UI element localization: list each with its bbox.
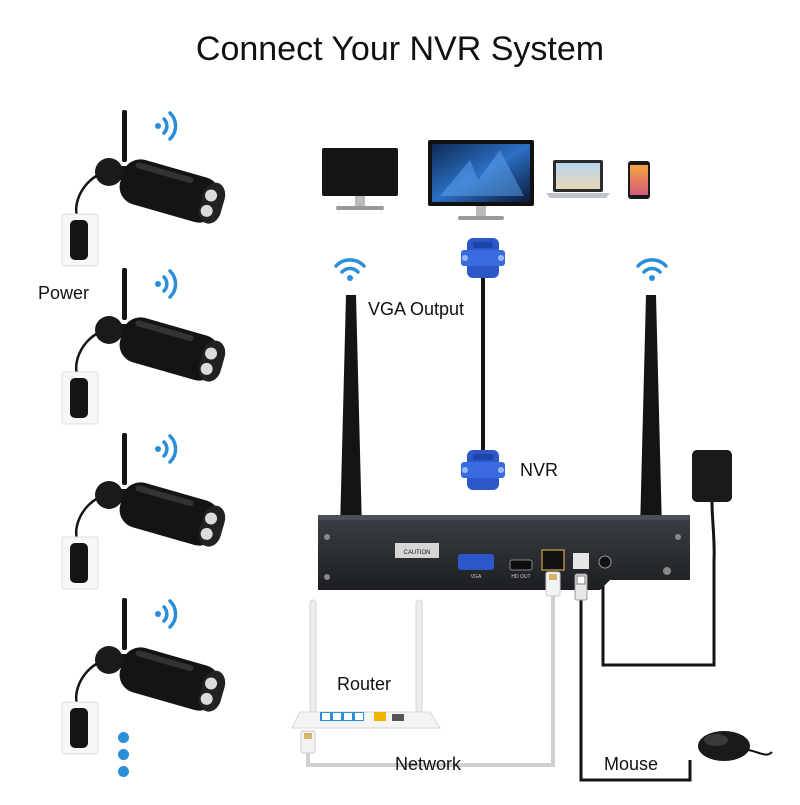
page-title: Connect Your NVR System	[195, 30, 605, 68]
camera-icon	[60, 596, 231, 756]
wifi-icon	[334, 258, 366, 283]
wifi-icon	[153, 111, 178, 141]
camera-4	[60, 596, 231, 756]
router-icon	[291, 599, 441, 729]
vga-output-label: VGA Output	[368, 299, 465, 319]
usb-plug-icon	[574, 573, 588, 601]
usb-port	[573, 553, 589, 569]
hdmi-port-label: HD OUT	[511, 574, 530, 580]
ellipsis-dot	[118, 732, 129, 743]
tv-icon	[428, 140, 534, 220]
network-cable	[306, 595, 555, 767]
ethernet-plug-icon	[545, 571, 561, 597]
ellipsis-dot	[118, 749, 129, 760]
hdmi-port: HD OUT	[509, 559, 533, 580]
wifi-icon	[153, 269, 178, 299]
power-label: Power	[38, 283, 90, 303]
vga-connector-icon	[461, 238, 505, 278]
monitor-icon	[322, 148, 398, 210]
camera-icon	[60, 108, 231, 268]
ethernet-port	[541, 549, 565, 571]
nvr-device: CAUTION VGA HD OUT	[318, 515, 690, 590]
vga-port: VGA	[458, 554, 494, 580]
more-cameras-indicator	[116, 732, 132, 783]
camera-3	[60, 431, 231, 591]
camera-icon	[60, 431, 231, 591]
wifi-icon	[153, 434, 178, 464]
ethernet-plug-icon	[300, 730, 316, 754]
caution-text: CAUTION	[404, 550, 431, 556]
mouse-cable	[579, 598, 692, 782]
ellipsis-dot	[118, 766, 129, 777]
network-label: Network	[395, 754, 462, 774]
wifi-icon	[153, 599, 178, 629]
nvr-label: NVR	[520, 460, 559, 480]
power-port	[598, 555, 612, 569]
vga-port-label: VGA	[471, 574, 482, 580]
camera-1	[60, 108, 231, 268]
vga-connector-icon	[461, 450, 505, 490]
laptop-icon	[546, 160, 610, 198]
wifi-icon	[636, 258, 668, 283]
phone-icon	[628, 161, 650, 199]
mouse-label: Mouse	[604, 754, 659, 774]
mouse-icon	[698, 731, 773, 761]
caution-label	[395, 543, 439, 558]
router-label: Router	[337, 674, 392, 694]
power-adapter-icon	[601, 450, 732, 667]
antenna-icon	[636, 295, 666, 546]
antenna-icon	[336, 295, 366, 546]
